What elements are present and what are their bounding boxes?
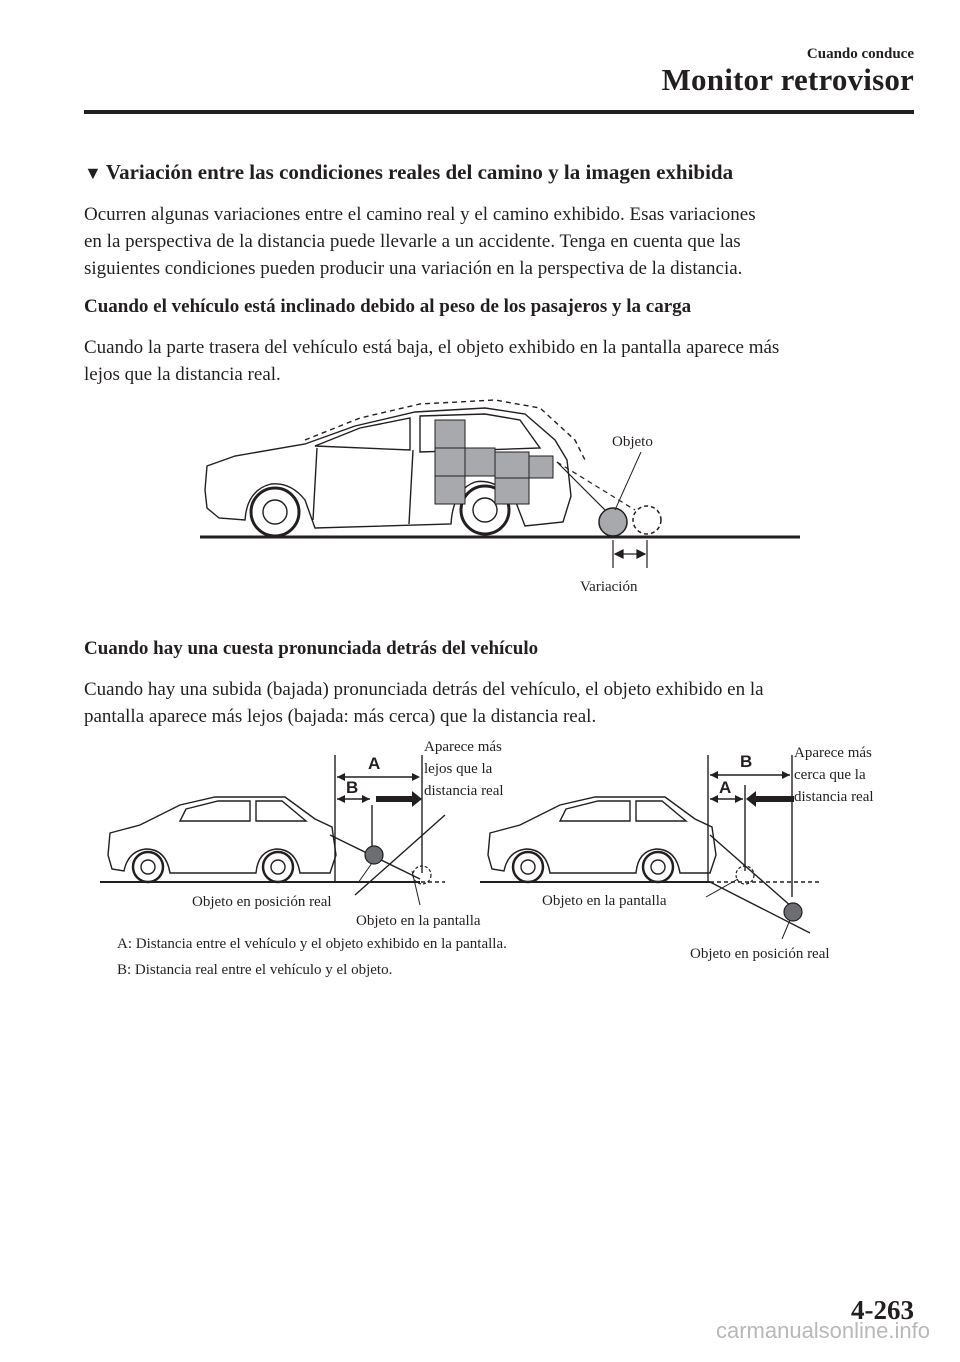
right-note-line: distancia real [794, 789, 874, 805]
case2-line: pantalla aparece más lejos (bajada: más … [84, 706, 597, 727]
right-note-line: Aparece más [794, 745, 872, 761]
case1-heading: Cuando el vehículo está inclinado debido… [84, 296, 692, 317]
section-title-text: Variación entre las condiciones reales d… [105, 160, 734, 184]
case2-heading: Cuando hay una cuesta pronunciada detrás… [84, 638, 539, 659]
header-section: Cuando conduce [806, 46, 914, 62]
intro-paragraph: Ocurren algunas variaciones entre el cam… [84, 201, 914, 282]
page-number: 4-263 [851, 1295, 914, 1325]
case2-line: Cuando hay una subida (bajada) pronuncia… [84, 679, 764, 700]
object-label: Objeto [612, 434, 653, 450]
right-note-line: cerca que la [794, 767, 866, 783]
case2-paragraph: Cuando hay una subida (bajada) pronuncia… [84, 676, 914, 730]
triangle-down-icon: ▼ [84, 163, 102, 183]
note-b: B: Distancia real entre el vehículo y el… [117, 962, 393, 978]
left-on-screen-label: Objeto en la pantalla [356, 913, 481, 929]
left-note-line: distancia real [424, 783, 504, 799]
intro-line: siguientes condiciones pueden producir u… [84, 258, 743, 279]
intro-line: en la perspectiva de la distancia puede … [84, 231, 741, 252]
uphill-figure: A B [100, 754, 446, 906]
header-title: Monitor retrovisor [661, 62, 914, 97]
note-a: A: Distancia entre el vehículo y el obje… [117, 936, 507, 952]
tilted-car-figure [200, 399, 800, 568]
letter-b: B [346, 778, 358, 797]
right-note: Aparece más cerca que la distancia real [794, 742, 874, 808]
case1-line: lejos que la distancia real. [84, 364, 281, 385]
left-note-line: lejos que la [424, 761, 493, 777]
case1-line: Cuando la parte trasera del vehículo est… [84, 337, 780, 358]
left-real-position-label: Objeto en posición real [192, 894, 332, 910]
section-title: ▼Variación entre las condiciones reales … [84, 160, 733, 185]
intro-line: Ocurren algunas variaciones entre el cam… [84, 204, 756, 225]
letter-a: A [719, 778, 731, 797]
watermark: carmanualsonline.info [715, 1318, 930, 1343]
letter-a: A [368, 754, 380, 773]
case1-paragraph: Cuando la parte trasera del vehículo est… [84, 334, 914, 388]
downhill-figure: B A [480, 752, 820, 940]
left-note: Aparece más lejos que la distancia real [424, 736, 504, 802]
left-note-line: Aparece más [424, 739, 502, 755]
header-rule [84, 110, 914, 114]
right-on-screen-label: Objeto en la pantalla [542, 893, 667, 909]
right-real-position-label: Objeto en posición real [690, 946, 830, 962]
variation-label: Variación [580, 579, 638, 595]
letter-b: B [740, 752, 752, 771]
